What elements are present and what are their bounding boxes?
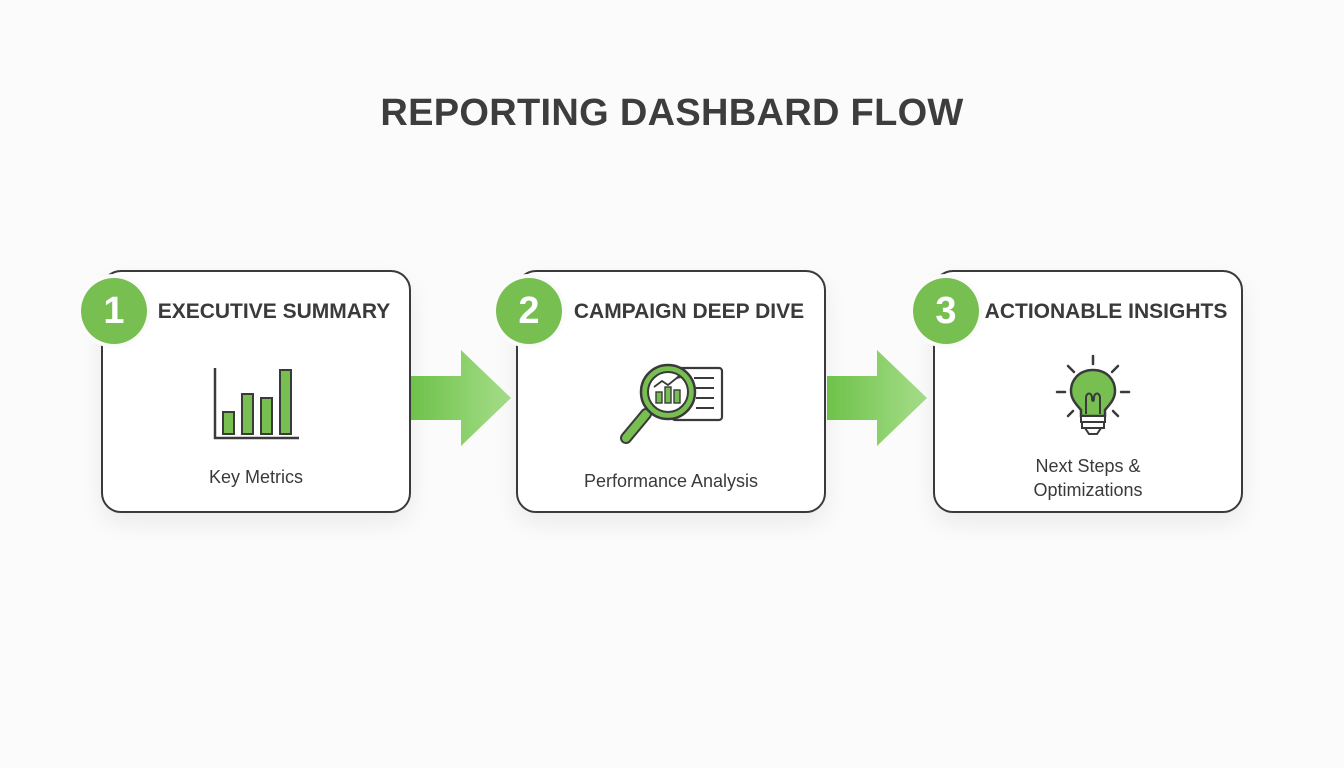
step-card-executive-summary: 1 EXECUTIVE SUMMARY Key Metrics bbox=[81, 270, 411, 513]
bar-chart-icon bbox=[213, 368, 299, 440]
step-label-line: Next Steps & bbox=[1035, 456, 1141, 476]
arrow-right-icon bbox=[411, 350, 511, 446]
step-card-campaign-deep-dive: 2 CAMPAIGN DEEP DIVE Performance Analysi… bbox=[496, 270, 826, 513]
arrow-right-icon bbox=[827, 350, 927, 446]
step-label-line: Optimizations bbox=[1033, 480, 1143, 500]
step-title: CAMPAIGN DEEP DIVE bbox=[573, 300, 805, 323]
step-label: Next Steps & Optimizations bbox=[935, 454, 1241, 502]
step-label: Performance Analysis bbox=[583, 471, 759, 491]
lightbulb-icon bbox=[1055, 354, 1131, 435]
step-label: Key Metrics bbox=[208, 467, 304, 487]
step-number-badge: 2 bbox=[496, 278, 562, 344]
step-number-badge: 3 bbox=[913, 278, 979, 344]
page-title: REPORTING DASHBARD FLOW bbox=[380, 92, 964, 134]
magnifier-chart-icon bbox=[620, 363, 724, 444]
step-number-badge: 1 bbox=[81, 278, 147, 344]
step-title: ACTIONABLE INSIGHTS bbox=[984, 300, 1228, 323]
step-card-actionable-insights: 3 ACTIONABLE INSIGHTS Next Steps & Optim… bbox=[913, 270, 1243, 513]
step-title: EXECUTIVE SUMMARY bbox=[157, 300, 391, 323]
